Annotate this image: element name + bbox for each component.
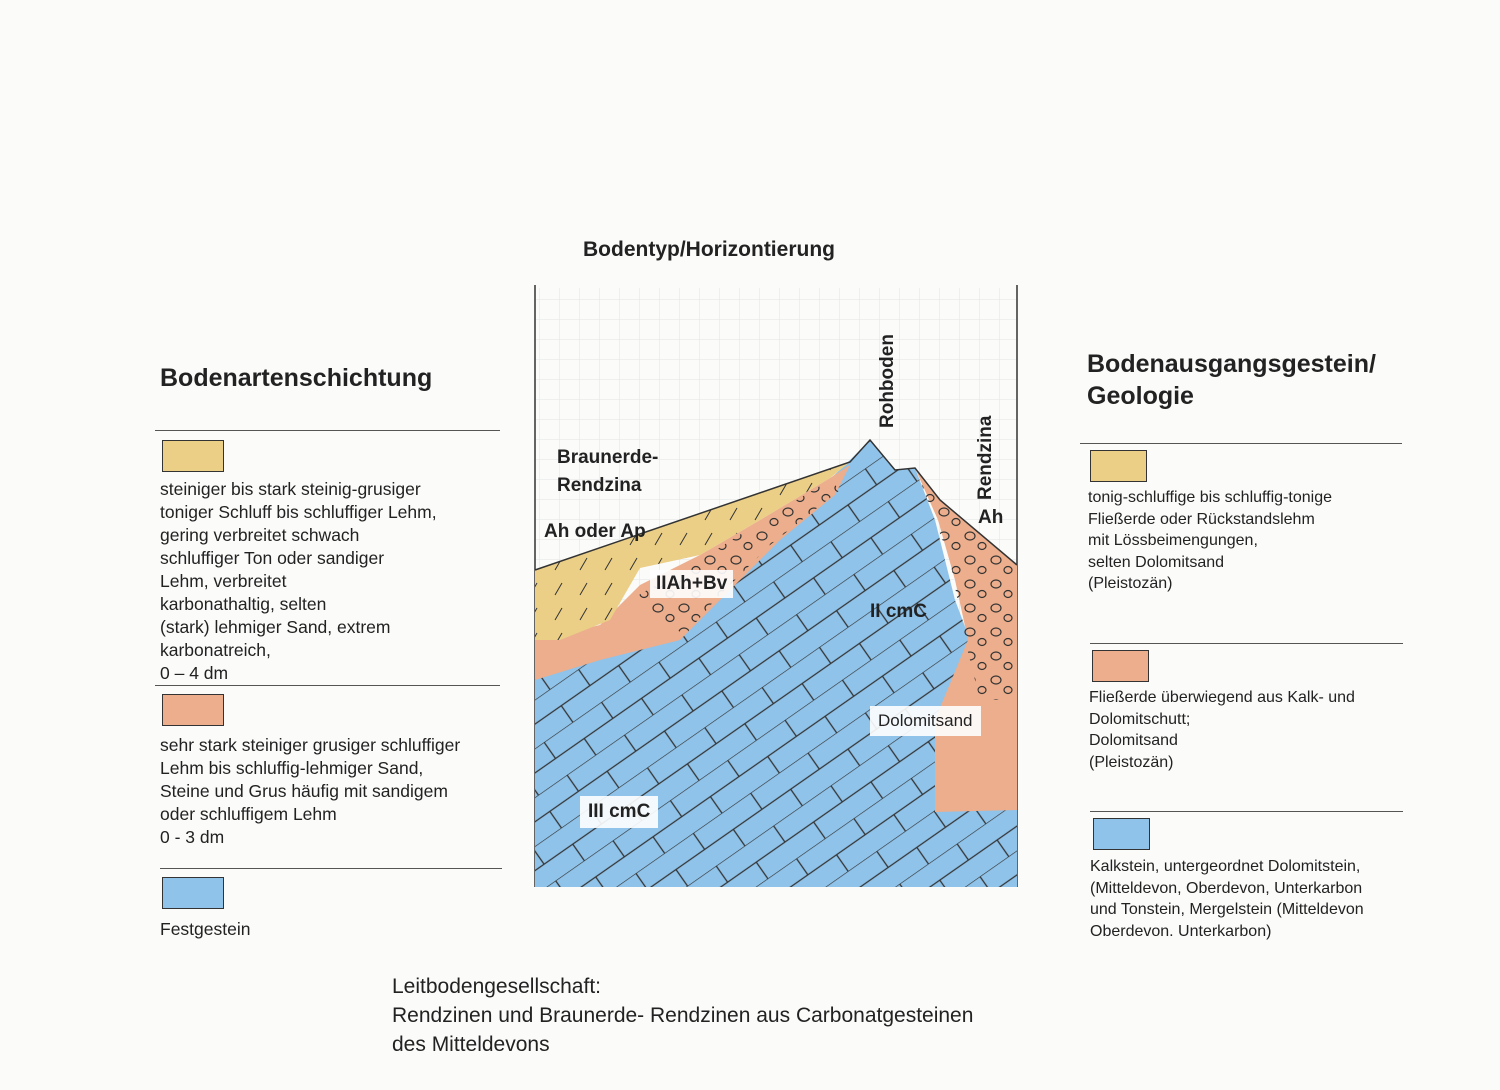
swatch-blue	[1093, 818, 1150, 850]
label-iiah-bv: IIAh+Bv	[650, 570, 734, 598]
label-ah: Ah	[978, 507, 1004, 528]
right-item-1-text: tonig-schluffige bis schluffig-tonige Fl…	[1088, 489, 1332, 592]
divider	[155, 430, 500, 431]
label-iii-cmc: III cmC	[580, 796, 659, 828]
footer-line-2: Rendzinen und Braunerde- Rendzinen aus C…	[392, 1004, 974, 1027]
footer-line-3: des Mitteldevons	[392, 1033, 550, 1056]
swatch-orange	[162, 694, 224, 726]
divider	[155, 685, 500, 686]
label-dolomitsand: Dolomitsand	[870, 706, 981, 736]
divider	[1090, 811, 1403, 812]
divider	[1090, 643, 1403, 644]
swatch-orange	[1092, 650, 1149, 682]
footer-line-1: Leitbodengesellschaft:	[392, 975, 601, 998]
label-ii-cmc: II cmC	[870, 601, 928, 622]
label-braunerde-rendzina: Braunerde- Rendzina	[557, 447, 659, 496]
left-heading: Bodenartenschichtung	[160, 364, 433, 392]
footer-caption: Leitbodengesellschaft: Rendzinen und Bra…	[392, 972, 973, 1059]
right-item-2-text: Fließerde überwiegend aus Kalk- und Dolo…	[1089, 689, 1355, 771]
swatch-blue	[162, 877, 224, 909]
label-rohboden: Rohboden	[877, 334, 898, 428]
diagram-title: Bodentyp/Horizontierung	[583, 238, 835, 261]
divider	[160, 868, 502, 869]
surface-line	[534, 438, 1018, 571]
swatch-yellow	[162, 440, 224, 472]
right-heading: Bodenausgangsgestein/ Geologie	[1087, 350, 1376, 410]
left-item-2-text: sehr stark steiniger grusiger schluffige…	[160, 735, 461, 847]
divider	[1080, 443, 1402, 444]
left-item-1-text: steiniger bis stark steinig-grusiger ton…	[160, 479, 437, 683]
left-item-3-text: Festgestein	[160, 919, 251, 939]
swatch-yellow	[1090, 450, 1147, 482]
right-item-3-text: Kalkstein, untergeordnet Dolomitstein, (…	[1090, 858, 1364, 940]
label-ah-oder-ap: Ah oder Ap	[544, 521, 646, 542]
label-rendzina: Rendzina	[975, 415, 996, 500]
